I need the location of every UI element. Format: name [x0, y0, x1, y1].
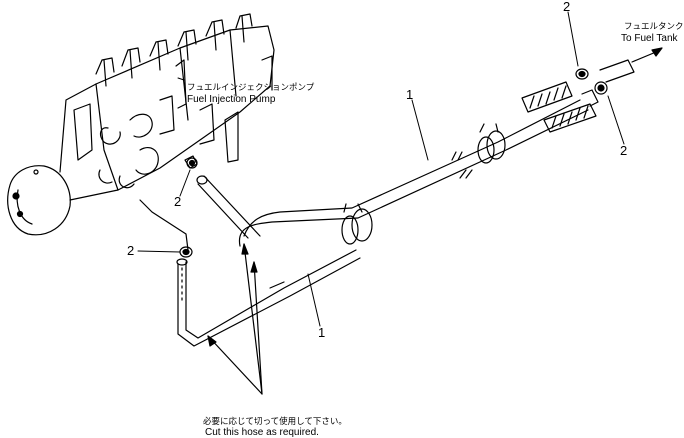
hose-clamp-pump [186, 157, 198, 169]
hose-clamp-top [575, 68, 589, 80]
hose-clamp-lower [179, 246, 193, 258]
hose-sleeve-right [477, 123, 506, 164]
callout-1-upper: 1 [406, 87, 414, 102]
cut-hose-note-jp: 必要に応じて切って使用して下さい。 [203, 416, 347, 426]
hose-clamp-right [594, 81, 608, 95]
fuel-injection-pump-label-jp: フュエルインジェクションポンプ [187, 82, 315, 92]
to-fuel-tank-label-jp: フュエルタンクへ [624, 21, 684, 31]
hose-sleeve-middle [341, 203, 373, 245]
hose-end-hatched [521, 81, 599, 133]
callout-2-top: 2 [563, 0, 571, 14]
callout-1-lower: 1 [318, 325, 326, 340]
fuel-hose-upper [196, 99, 589, 247]
callout-2-pump: 2 [174, 194, 182, 209]
fuel-injection-pump-label-en: Fuel Injection Pump [187, 94, 276, 105]
fuel-injection-pump [7, 13, 275, 251]
to-fuel-tank-arrow [599, 47, 663, 83]
callout-2-right: 2 [620, 143, 628, 158]
to-fuel-tank-label-en: To Fuel Tank [621, 33, 678, 44]
callout-2-lower: 2 [127, 243, 135, 258]
cut-hose-note-en: Cut this hose as required. [205, 427, 319, 438]
fuel-hose-lower [176, 249, 361, 347]
cut-hose-arrows [207, 243, 263, 395]
